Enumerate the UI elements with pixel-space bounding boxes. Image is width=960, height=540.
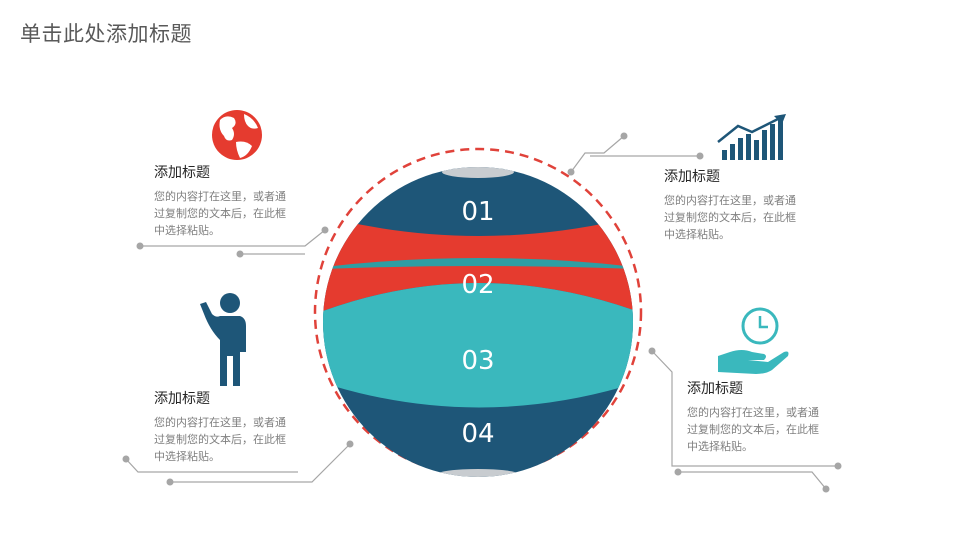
person-waving-icon <box>200 293 246 386</box>
text-block-top-right: 添加标题 您的内容打在这里，或者通 过复制您的文本后，在此框 中选择粘贴。 <box>664 166 839 243</box>
connector-top-right <box>570 135 625 173</box>
connector-dots <box>122 132 842 493</box>
page-title: 单击此处添加标题 <box>20 22 192 46</box>
connector-lines <box>125 135 838 490</box>
text-block-bottom-left: 添加标题 您的内容打在这里，或者通 过复制您的文本后，在此框 中选择粘贴。 <box>154 388 329 465</box>
block-heading: 添加标题 <box>687 381 743 397</box>
segment-number-01: 01 <box>461 197 494 227</box>
block-heading: 添加标题 <box>154 391 210 407</box>
block-body-line: 过复制您的文本后，在此框 <box>687 423 819 436</box>
block-heading: 添加标题 <box>154 165 210 181</box>
block-body-line: 中选择粘贴。 <box>687 440 753 453</box>
block-body-line: 中选择粘贴。 <box>154 224 220 237</box>
block-body-line: 中选择粘贴。 <box>154 450 220 463</box>
segment-number-03: 03 <box>461 346 494 376</box>
block-body-line: 中选择粘贴。 <box>664 228 730 241</box>
block-body-line: 过复制您的文本后，在此框 <box>664 211 796 224</box>
block-body-line: 您的内容打在这里，或者通 <box>664 194 796 207</box>
sphere-top-cap <box>442 167 514 178</box>
block-body-line: 您的内容打在这里，或者通 <box>154 416 286 429</box>
block-body: 您的内容打在这里，或者通 过复制您的文本后，在此框 中选择粘贴。 <box>154 414 329 465</box>
text-block-bottom-right: 添加标题 您的内容打在这里，或者通 过复制您的文本后，在此框 中选择粘贴。 <box>687 378 862 455</box>
block-body: 您的内容打在这里，或者通 过复制您的文本后，在此框 中选择粘贴。 <box>154 188 329 239</box>
sphere <box>323 167 633 477</box>
clock-in-hand-icon <box>718 307 789 374</box>
block-heading: 添加标题 <box>664 169 720 185</box>
block-body-line: 您的内容打在这里，或者通 <box>154 190 286 203</box>
connector-bottom-right-tail <box>678 471 827 490</box>
block-body-line: 过复制您的文本后，在此框 <box>154 207 286 220</box>
block-body: 您的内容打在这里，或者通 过复制您的文本后，在此框 中选择粘贴。 <box>687 404 862 455</box>
growth-chart-icon <box>717 114 786 160</box>
connector-top-left <box>140 229 326 247</box>
segment-03-shadow <box>323 258 633 270</box>
sphere-bottom-cap <box>438 469 518 477</box>
globe-icon <box>212 110 262 160</box>
block-body: 您的内容打在这里，或者通 过复制您的文本后，在此框 中选择粘贴。 <box>664 192 839 243</box>
segment-03-band <box>323 283 633 408</box>
connector-bottom-left <box>125 458 298 473</box>
segment-number-02: 02 <box>461 270 494 300</box>
block-body-line: 过复制您的文本后，在此框 <box>154 433 286 446</box>
text-block-top-left: 添加标题 您的内容打在这里，或者通 过复制您的文本后，在此框 中选择粘贴。 <box>154 162 329 239</box>
segment-number-04: 04 <box>461 419 494 449</box>
block-body-line: 您的内容打在这里，或者通 <box>687 406 819 419</box>
connector-bottom-right <box>651 350 838 467</box>
connector-bottom-left-rail <box>170 443 351 483</box>
